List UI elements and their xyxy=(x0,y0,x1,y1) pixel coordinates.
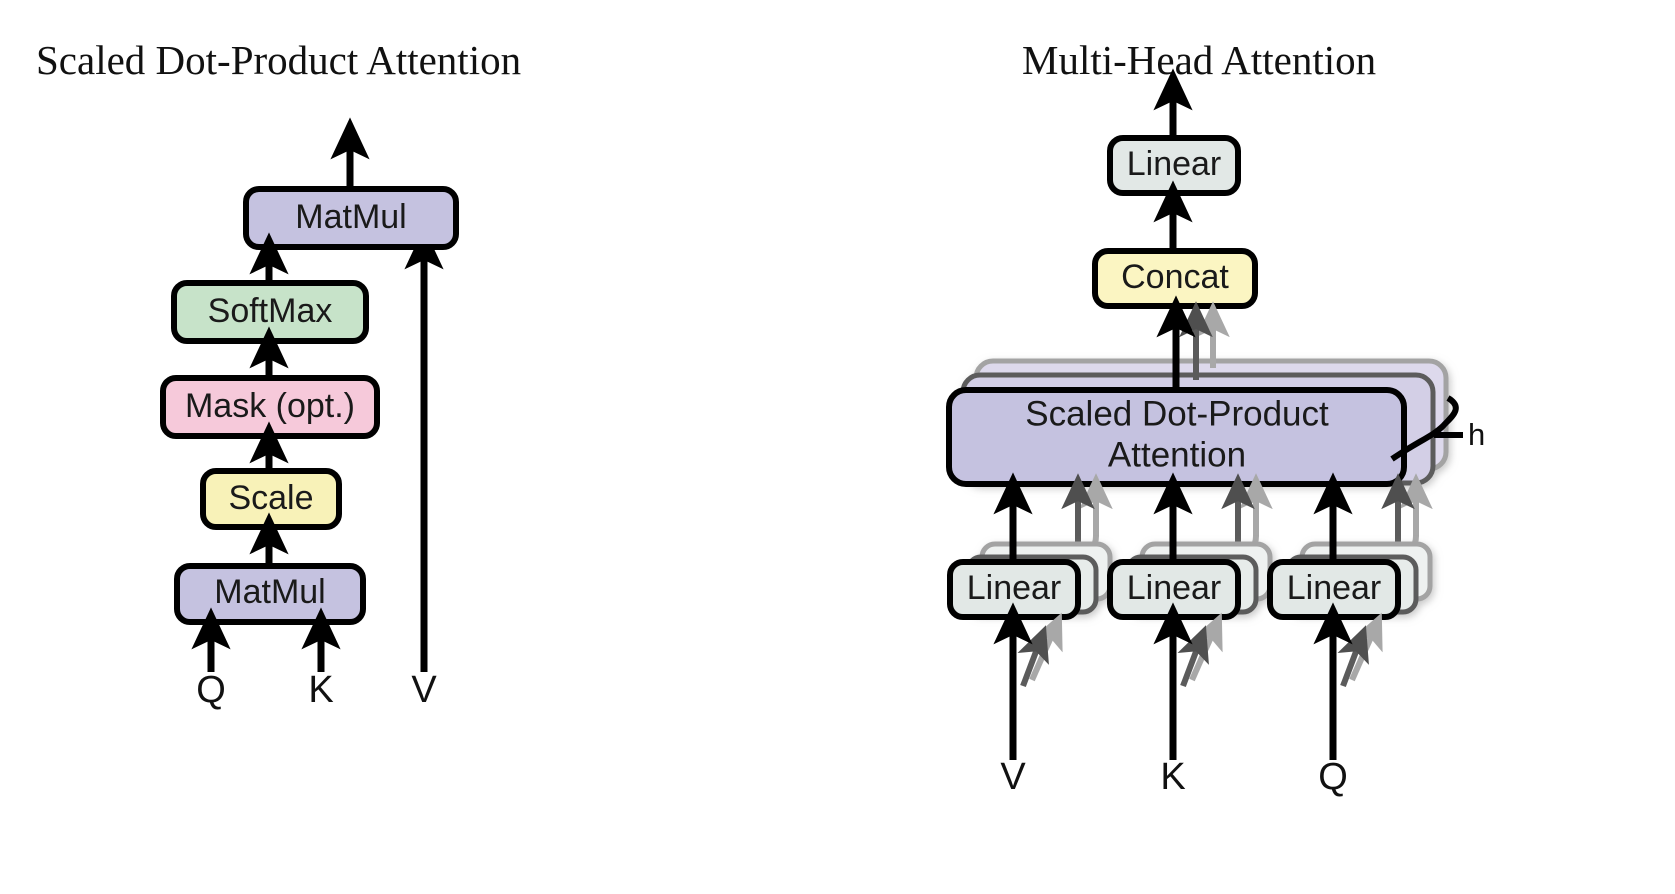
node-matmul-bottom: MatMul xyxy=(174,563,366,625)
head-count-label: h xyxy=(1468,417,1485,452)
input-label-v-right: V xyxy=(1000,756,1026,798)
input-label-q-left: Q xyxy=(196,669,226,711)
node-matmul-top: MatMul xyxy=(243,186,459,250)
edge-v-to-linear-ghost1 xyxy=(1017,625,1049,688)
panel-title-scaled-dot-product-attention: Scaled Dot-Product Attention xyxy=(36,37,521,83)
input-label-k-right: K xyxy=(1160,756,1185,798)
linear-column-k: Linear K xyxy=(1107,472,1273,798)
node-mask: Mask (opt.) xyxy=(160,375,380,439)
input-label-k-left: K xyxy=(308,669,333,711)
node-linear-out: Linear xyxy=(1107,135,1241,196)
node-mask-label: Mask (opt.) xyxy=(185,387,355,425)
panel-scaled-dot-product-attention: Scaled Dot-Product Attention MatMul Soft… xyxy=(36,37,521,711)
node-sdpa-label-line1: Scaled Dot-Product xyxy=(1025,394,1329,433)
head-count-brace xyxy=(1390,395,1459,462)
node-linear-v-label: Linear xyxy=(967,569,1062,607)
node-scale: Scale xyxy=(200,468,342,530)
node-sdpa: Scaled Dot-Product Attention xyxy=(946,387,1407,487)
node-concat: Concat xyxy=(1092,248,1258,309)
node-matmul-bottom-label: MatMul xyxy=(214,573,325,611)
edge-k-to-linear-ghost1 xyxy=(1177,625,1209,688)
node-softmax: SoftMax xyxy=(171,280,369,344)
linear-column-q: Linear Q xyxy=(1267,472,1433,798)
node-scale-label: Scale xyxy=(228,479,313,517)
panel-multi-head-attention: Multi-Head Attention Linear Concat xyxy=(946,37,1485,798)
node-concat-label: Concat xyxy=(1121,258,1229,296)
node-sdpa-label-line2: Attention xyxy=(1108,435,1246,474)
node-matmul-top-label: MatMul xyxy=(295,198,406,236)
panel-title-multi-head-attention: Multi-Head Attention xyxy=(1022,37,1376,83)
node-matmul-top-rect xyxy=(243,186,459,250)
node-linear-k-label: Linear xyxy=(1127,569,1222,607)
node-softmax-label: SoftMax xyxy=(208,292,333,330)
edge-q-to-linear-ghost1 xyxy=(1337,625,1369,688)
node-linear-q-label: Linear xyxy=(1287,569,1382,607)
input-label-q-right: Q xyxy=(1318,756,1348,798)
linear-column-v: Linear V xyxy=(947,472,1113,798)
node-linear-out-label: Linear xyxy=(1127,145,1222,183)
input-label-v-left: V xyxy=(411,669,437,711)
